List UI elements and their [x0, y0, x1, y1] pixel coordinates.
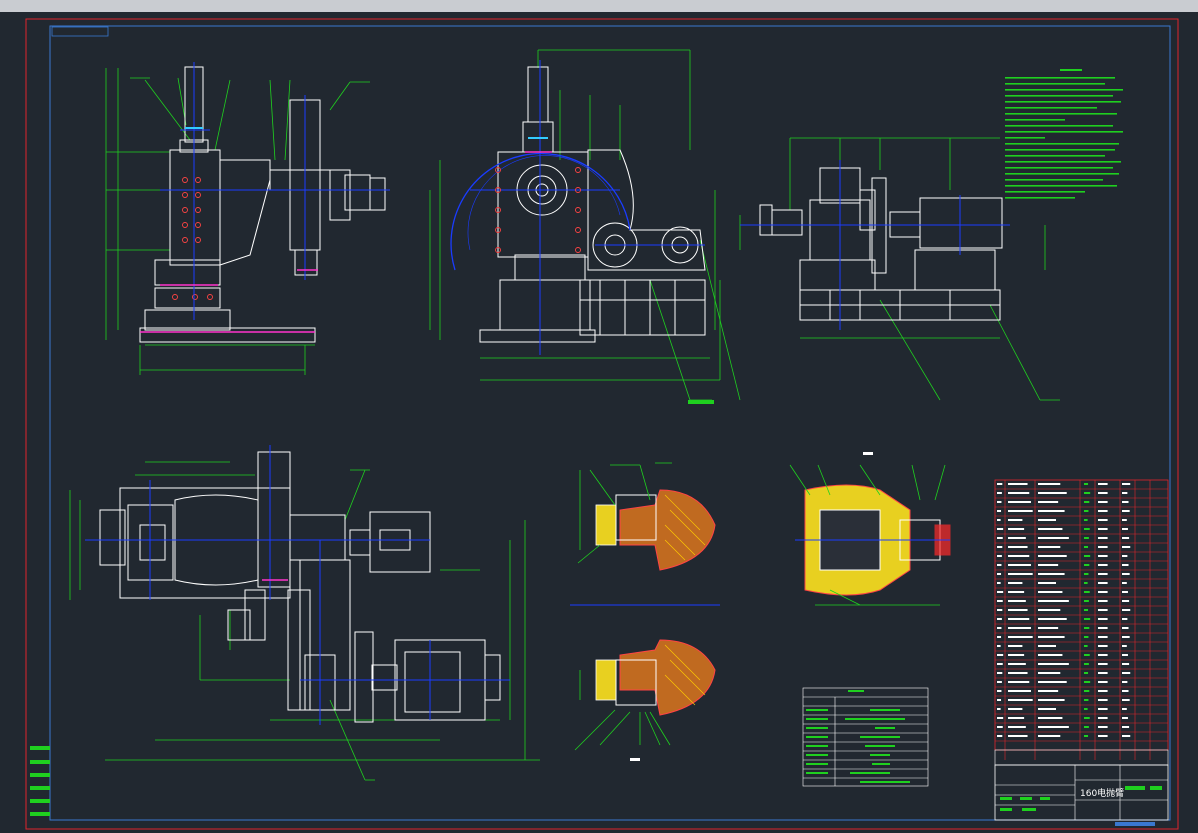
detail-section-b	[789, 452, 951, 606]
left-stamp-blocks	[30, 746, 50, 816]
title-block	[994, 764, 1169, 826]
front-elevation-view	[429, 49, 741, 404]
sheet-border-outer	[25, 18, 1179, 830]
detail-section-a	[570, 462, 720, 761]
sheet-border-inner	[49, 25, 1171, 821]
parts-list	[994, 479, 1169, 766]
corner-label-box	[51, 26, 109, 37]
parameter-table	[802, 687, 929, 787]
drive-side-view	[739, 137, 1060, 401]
parameter-table-text	[806, 690, 910, 783]
plan-view	[69, 445, 540, 781]
technical-notes	[1005, 69, 1123, 199]
side-elevation-view	[105, 62, 390, 375]
drawing-title: 160电抛臂	[1080, 789, 1125, 799]
app-top-bar	[0, 0, 1198, 12]
cad-drawing-canvas[interactable]	[0, 12, 1198, 833]
